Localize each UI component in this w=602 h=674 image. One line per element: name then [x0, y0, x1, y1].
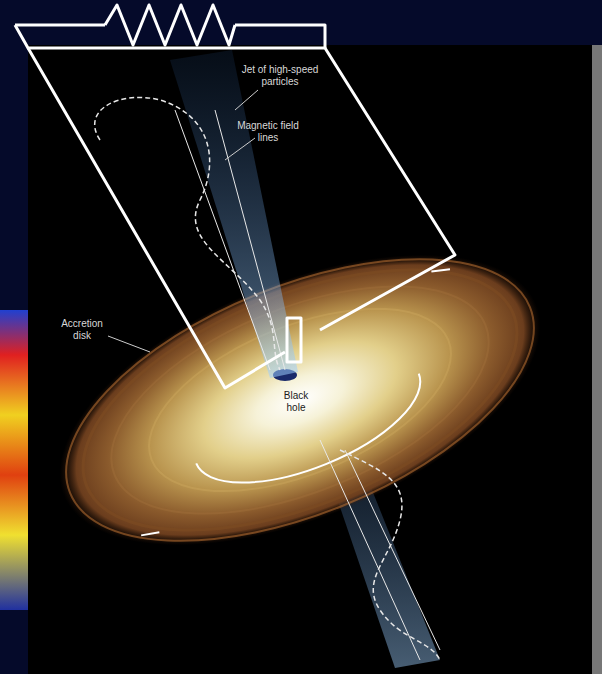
- callout-label: Black hole: [278, 390, 314, 414]
- callout-label: Accretion disk: [52, 318, 112, 342]
- magnetic-field-lines: [95, 97, 440, 660]
- accretion-disk: [19, 195, 580, 605]
- resistor-symbol: [105, 5, 235, 45]
- circuit-wire: [15, 25, 455, 388]
- panel-edge: [592, 45, 602, 674]
- leader-line: [108, 90, 258, 352]
- callout-label: Jet of high-speed particles: [230, 64, 330, 88]
- callout-label: Magnetic field lines: [228, 120, 308, 144]
